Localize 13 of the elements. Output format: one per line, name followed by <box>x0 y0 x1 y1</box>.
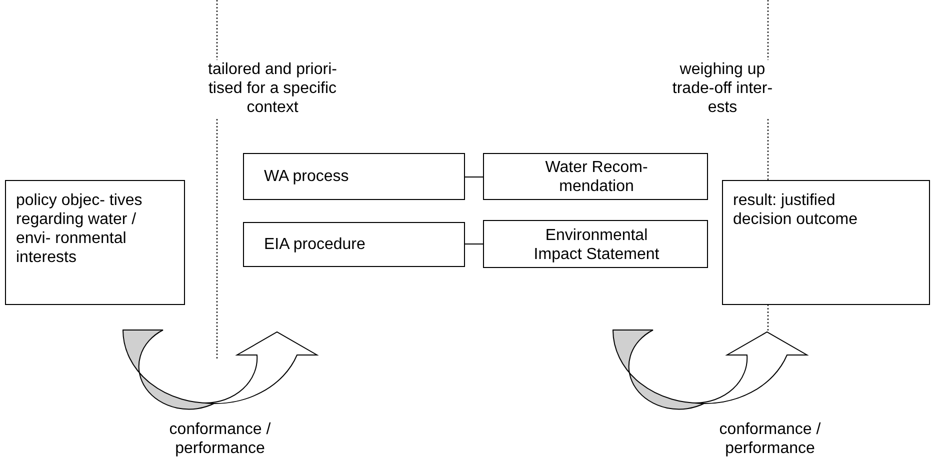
box-text: EIA procedure <box>264 235 366 254</box>
box-text: Environmental Impact Statement <box>532 226 660 264</box>
box-text: result: justified decision outcome <box>733 191 859 229</box>
box-text: Water Recom- mendation <box>544 158 649 196</box>
process-box <box>722 180 930 305</box>
process-box <box>243 222 465 267</box>
process-box <box>5 180 185 305</box>
box-text: policy objec- tives regarding water / envi- ronmental interests <box>16 191 144 267</box>
process-box <box>243 153 465 200</box>
process-box <box>483 153 708 200</box>
connector-line <box>464 176 484 178</box>
process-box <box>483 220 708 268</box>
box-text: WA process <box>264 167 350 186</box>
